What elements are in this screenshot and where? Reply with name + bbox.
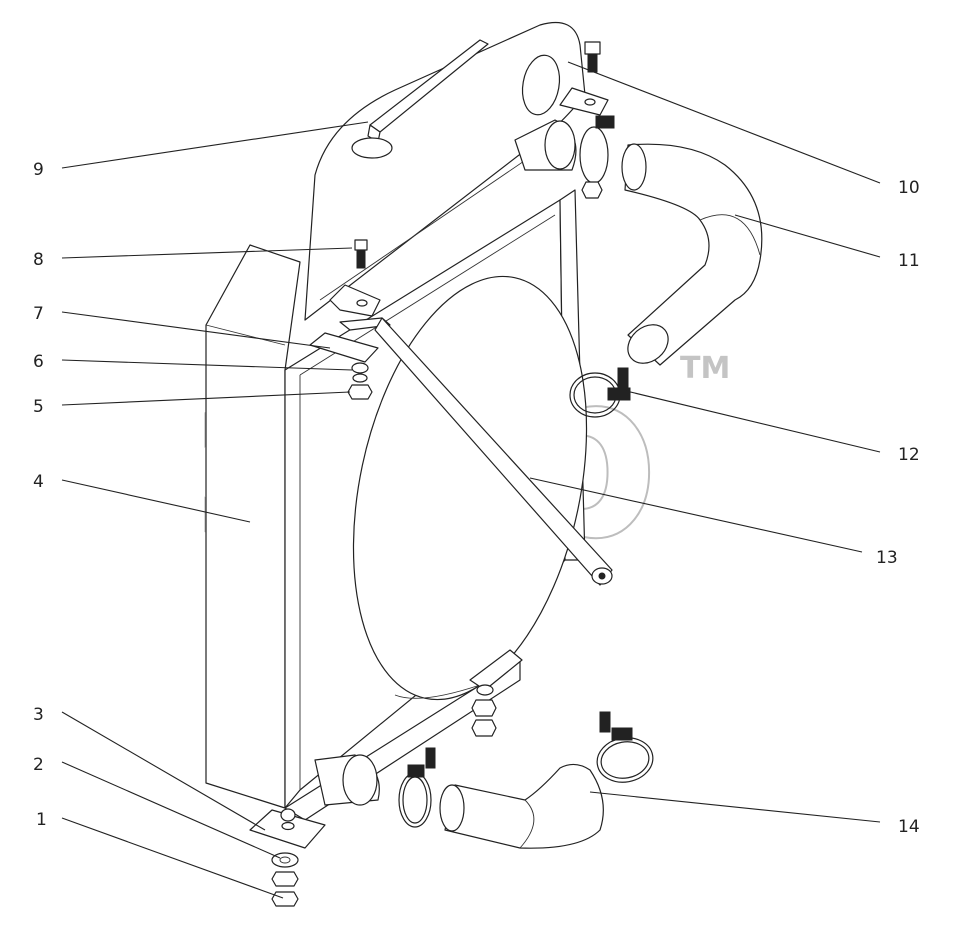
bracket-upper [329, 284, 381, 317]
leader-12 [621, 389, 881, 453]
upper-hose-bend-line [699, 214, 761, 256]
part-5-nut [347, 384, 373, 400]
callout-14: 14 [898, 817, 920, 837]
callout-2: 2 [33, 755, 44, 775]
clamp-12-screw-body [607, 387, 631, 401]
lower-right-washer [476, 684, 494, 696]
leader-lines [61, 61, 881, 899]
top-plate [304, 21, 586, 321]
watermark-mark: TM [680, 351, 730, 386]
part-14-lower-hose [439, 763, 604, 849]
callout-11: 11 [898, 251, 920, 271]
lower-clamp-left-screw-body [407, 764, 425, 778]
callout-3: 3 [33, 705, 44, 725]
callout-10: 10 [898, 178, 920, 198]
callout-12: 12 [898, 445, 920, 465]
leader-5 [61, 391, 351, 406]
lower-right-nut-2 [471, 719, 497, 737]
rod-13-top-tab [339, 317, 391, 331]
lower-hose-body [444, 763, 604, 849]
leader-7 [61, 311, 331, 349]
callout-4: 4 [33, 472, 44, 492]
upper-clamp-ring [579, 126, 609, 184]
lower-clamp-left-ring-inner [402, 776, 428, 824]
fan-shroud-lower-edge [394, 684, 481, 699]
lower-clamp-right-screw-body [611, 727, 633, 741]
leader-8 [61, 247, 353, 259]
upper-clamp-nut [581, 181, 603, 199]
leader-1 [61, 817, 284, 899]
part-10-bolt [584, 41, 601, 73]
lower-pipe-stub [314, 754, 380, 806]
mount-bracket-hole [281, 821, 295, 831]
part-8-bolt [354, 239, 368, 269]
lower-hose-end-left [439, 784, 465, 832]
lower-right-nut-1 [471, 699, 497, 717]
rod-13-eye-hole [598, 572, 606, 580]
part-6-lock-washer [352, 373, 368, 383]
leader-9 [61, 121, 369, 169]
part-6-washer [351, 362, 369, 374]
rod-13-bar [374, 317, 613, 586]
lower-clamp-left-screw [425, 747, 436, 769]
callout-7: 7 [33, 304, 44, 324]
lower-pipe-end [342, 754, 378, 806]
part-7-bracket [309, 332, 379, 363]
part-3-mount-bracket [249, 808, 326, 849]
callout-5: 5 [33, 397, 44, 417]
clamp-12-screw [617, 367, 629, 389]
bolt-8-head [354, 239, 368, 251]
callout-8: 8 [33, 250, 44, 270]
part-2-washer-hole [279, 856, 291, 864]
top-plate-outline [304, 21, 586, 321]
lower-clamp-right-ring-inner [600, 741, 650, 779]
upper-hose-end-top [621, 143, 647, 191]
radiator-edge [205, 324, 286, 346]
leader-3 [61, 711, 266, 831]
bracket-top-right [559, 87, 609, 116]
upper-clamp-screw [595, 115, 615, 129]
lower-clamp-left [398, 747, 436, 828]
callout-13: 13 [876, 548, 898, 568]
leader-11 [734, 214, 881, 258]
callout-9: 9 [33, 160, 44, 180]
lower-clamp-right [596, 711, 654, 783]
upper-hose-end-bottom [627, 324, 669, 364]
upper-hose-body [624, 143, 763, 366]
lower-clamp-right-screw [599, 711, 611, 733]
leader-13 [529, 477, 863, 553]
upper-hose-clamp [579, 115, 615, 199]
bracket-top-right-hole [584, 98, 596, 106]
part-11-upper-hose [621, 143, 763, 366]
bolt-10-head [584, 41, 601, 55]
leader-10 [567, 61, 881, 184]
callout-1: 1 [36, 810, 47, 830]
part-9-strip [351, 39, 489, 159]
part-1-nut-1 [271, 871, 299, 887]
callout-labels: 1 2 3 4 5 6 7 8 9 10 11 12 13 14 [33, 160, 920, 837]
mount-bracket-stud [280, 808, 296, 822]
upper-pipe-stub [514, 119, 577, 171]
bolt-8-thread [356, 249, 366, 269]
strip-9-cup [351, 137, 393, 159]
leader-2 [61, 761, 281, 859]
bracket-upper-hole [356, 299, 368, 307]
upper-pipe-end [544, 120, 576, 170]
part-13-support-rod [339, 317, 613, 586]
lower-clamp-left-ring [398, 772, 432, 828]
part-2-washer [271, 852, 299, 868]
top-plate-hole [521, 54, 561, 116]
bolt-10-thread [587, 53, 598, 73]
top-plate-fold [319, 139, 556, 301]
leader-14 [589, 791, 881, 823]
leader-4 [61, 479, 251, 523]
lower-hose-bend-line [519, 799, 535, 849]
leader-6 [61, 359, 353, 371]
part-1-nut-2 [271, 891, 299, 907]
callout-6: 6 [33, 352, 44, 372]
